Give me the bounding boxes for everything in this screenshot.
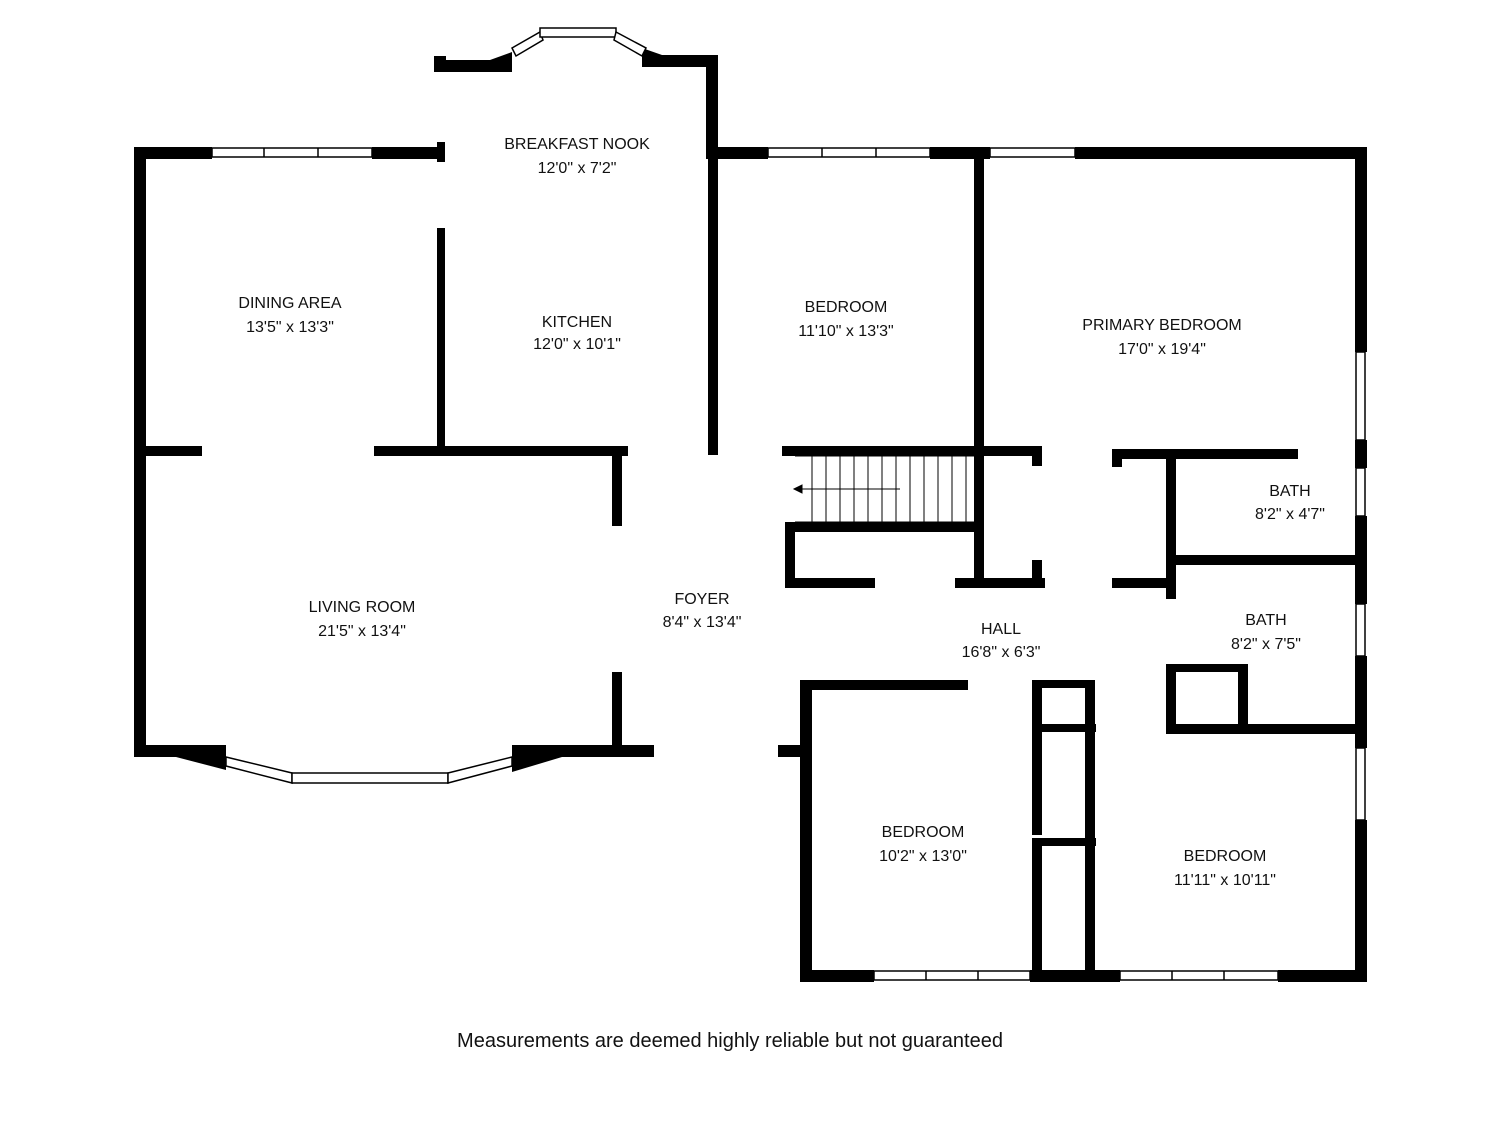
- room-bedroom-upper: BEDROOM 11'10" x 13'3": [798, 299, 893, 340]
- windows: [211, 27, 1366, 981]
- room-dimensions: 17'0" x 19'4": [1118, 341, 1206, 358]
- room-dining-area: DINING AREA 13'5" x 13'3": [238, 295, 341, 336]
- room-dimensions: 11'11" x 10'11": [1174, 872, 1276, 889]
- room-name: DINING AREA: [238, 295, 341, 312]
- room-dimensions: 8'4" x 13'4": [663, 614, 742, 631]
- room-bath-lower: BATH 8'2" x 7'5": [1231, 612, 1301, 653]
- room-dimensions: 12'0" x 10'1": [533, 336, 621, 353]
- room-dimensions: 16'8" x 6'3": [962, 644, 1041, 661]
- room-dimensions: 10'2" x 13'0": [879, 848, 967, 865]
- room-name: FOYER: [674, 591, 729, 608]
- room-kitchen: KITCHEN 12'0" x 10'1": [533, 314, 621, 353]
- room-name: BATH: [1245, 612, 1286, 629]
- disclaimer-text: Measurements are deemed highly reliable …: [457, 1030, 1003, 1052]
- room-name: PRIMARY BEDROOM: [1082, 317, 1241, 334]
- room-hall: HALL 16'8" x 6'3": [962, 621, 1041, 661]
- room-name: BREAKFAST NOOK: [504, 136, 650, 153]
- room-name: HALL: [981, 621, 1021, 638]
- room-name: BEDROOM: [1184, 848, 1267, 865]
- room-dimensions: 11'10" x 13'3": [798, 323, 893, 340]
- room-breakfast-nook: BREAKFAST NOOK 12'0" x 7'2": [504, 136, 650, 177]
- stairs: [792, 455, 974, 523]
- walls: [134, 48, 1367, 982]
- room-name: BEDROOM: [805, 299, 888, 316]
- room-name: BEDROOM: [882, 824, 965, 841]
- room-primary-bedroom: PRIMARY BEDROOM 17'0" x 19'4": [1082, 317, 1241, 358]
- room-name: KITCHEN: [542, 314, 612, 331]
- room-bedroom-left: BEDROOM 10'2" x 13'0": [879, 824, 967, 865]
- room-bath-upper: BATH 8'2" x 4'7": [1255, 483, 1325, 523]
- room-dimensions: 8'2" x 4'7": [1255, 506, 1325, 523]
- room-dimensions: 13'5" x 13'3": [246, 319, 334, 336]
- room-name: LIVING ROOM: [309, 599, 416, 616]
- room-bedroom-right: BEDROOM 11'11" x 10'11": [1174, 848, 1276, 889]
- room-dimensions: 12'0" x 7'2": [538, 160, 617, 177]
- room-dimensions: 8'2" x 7'5": [1231, 636, 1301, 653]
- room-name: BATH: [1269, 483, 1310, 500]
- room-foyer: FOYER 8'4" x 13'4": [663, 591, 742, 631]
- room-living-room: LIVING ROOM 21'5" x 13'4": [309, 599, 416, 640]
- room-dimensions: 21'5" x 13'4": [318, 623, 406, 640]
